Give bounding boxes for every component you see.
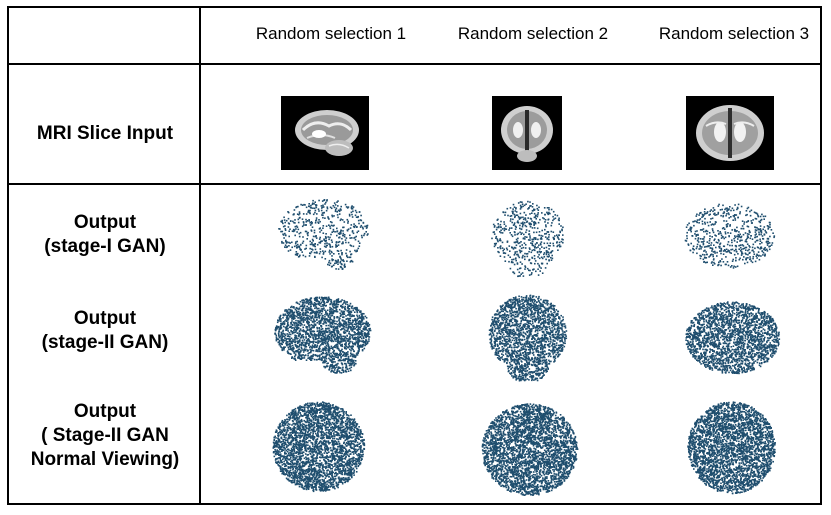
pointcloud-normal-2 — [480, 402, 580, 498]
label-column-rule — [199, 6, 201, 505]
column-header-3: Random selection 3 — [658, 24, 810, 43]
pointcloud-stage1-3 — [684, 200, 776, 272]
row-label-stage2-normal: Output ( Stage-II GAN Normal Viewing) — [30, 401, 180, 470]
pointcloud-normal-1 — [271, 400, 367, 494]
pointcloud-normal-3 — [686, 400, 778, 496]
pointcloud-stage2-2 — [486, 294, 570, 382]
pointcloud-stage2-1 — [274, 296, 372, 380]
pointcloud-stage1-2 — [489, 200, 567, 278]
results-table — [7, 6, 822, 505]
header-rule — [7, 63, 822, 65]
row-label-mri-input: MRI Slice Input — [36, 123, 174, 144]
mri-slice-3 — [686, 96, 774, 170]
pointcloud-stage2-3 — [685, 298, 781, 378]
column-header-2: Random selection 2 — [457, 24, 609, 43]
section-rule — [7, 183, 822, 185]
mri-slice-1 — [281, 96, 369, 170]
column-header-1: Random selection 1 — [255, 24, 407, 43]
pointcloud-stage1-1 — [278, 198, 370, 276]
row-label-stage2: Output (stage-II GAN) — [41, 308, 169, 353]
row-label-stage1: Output (stage-I GAN) — [44, 212, 166, 257]
mri-slice-2 — [492, 96, 562, 170]
